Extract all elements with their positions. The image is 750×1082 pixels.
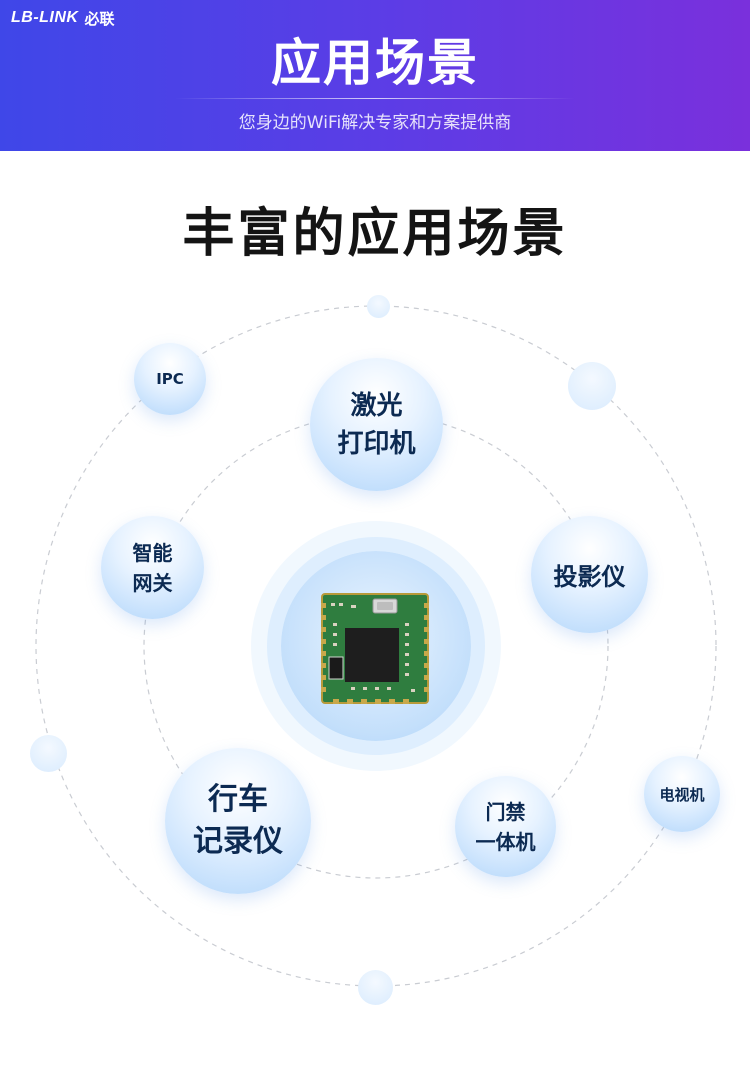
scenario-access-control: 门禁 一体机 [455,776,556,877]
scenario-laser-printer: 激光 打印机 [310,358,443,491]
page-subtitle: 您身边的WiFi解决专家和方案提供商 [238,113,512,133]
scenario-dashcam: 行车 记录仪 [165,748,311,894]
scenario-label: 行车 记录仪 [193,782,283,859]
scenario-label: 激光 打印机 [337,390,416,459]
logo-text: LB-LINK [11,9,79,26]
scenario-smart-gateway: 智能 网关 [101,516,204,619]
title-divider [175,98,575,99]
scenario-label: 投影仪 [553,563,626,591]
scenario-projector: 投影仪 [531,516,648,633]
brand-logo[interactable]: LB-LINK 必联 [11,7,115,29]
scenario-label: 门禁 一体机 [475,799,536,854]
orbit-dot-upper-right [568,362,616,410]
scenario-label: IPC [156,370,184,388]
scenario-label: 智能 网关 [132,540,173,595]
page-title: 应用场景 [271,34,479,92]
scenario-ipc: IPC [134,343,206,415]
orbit-dot-left [30,735,67,772]
section-title: 丰富的应用场景 [182,204,568,264]
orbit-dot-top [367,295,390,318]
scenario-tv: 电视机 [644,756,720,832]
orbit-dot-bottom [358,970,393,1005]
scenario-label: 电视机 [659,785,705,804]
wifi-module-chip-icon [321,593,429,704]
header-banner: LB-LINK 必联 应用场景 您身边的WiFi解决专家和方案提供商 [0,0,750,151]
logo-cn-text: 必联 [84,9,115,28]
